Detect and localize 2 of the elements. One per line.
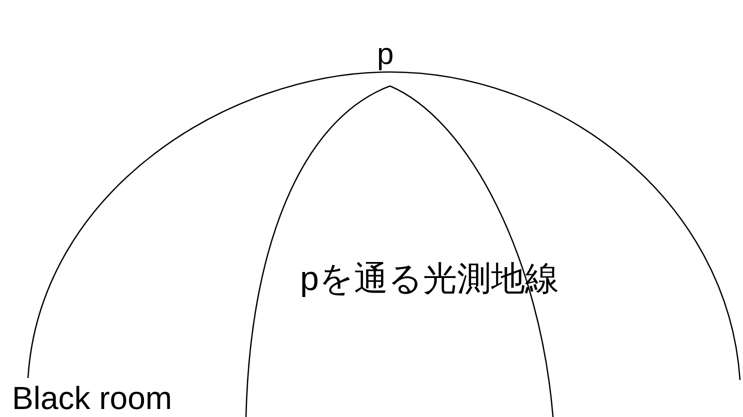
region-label: Black room	[12, 382, 172, 414]
point-label: p	[377, 40, 394, 70]
